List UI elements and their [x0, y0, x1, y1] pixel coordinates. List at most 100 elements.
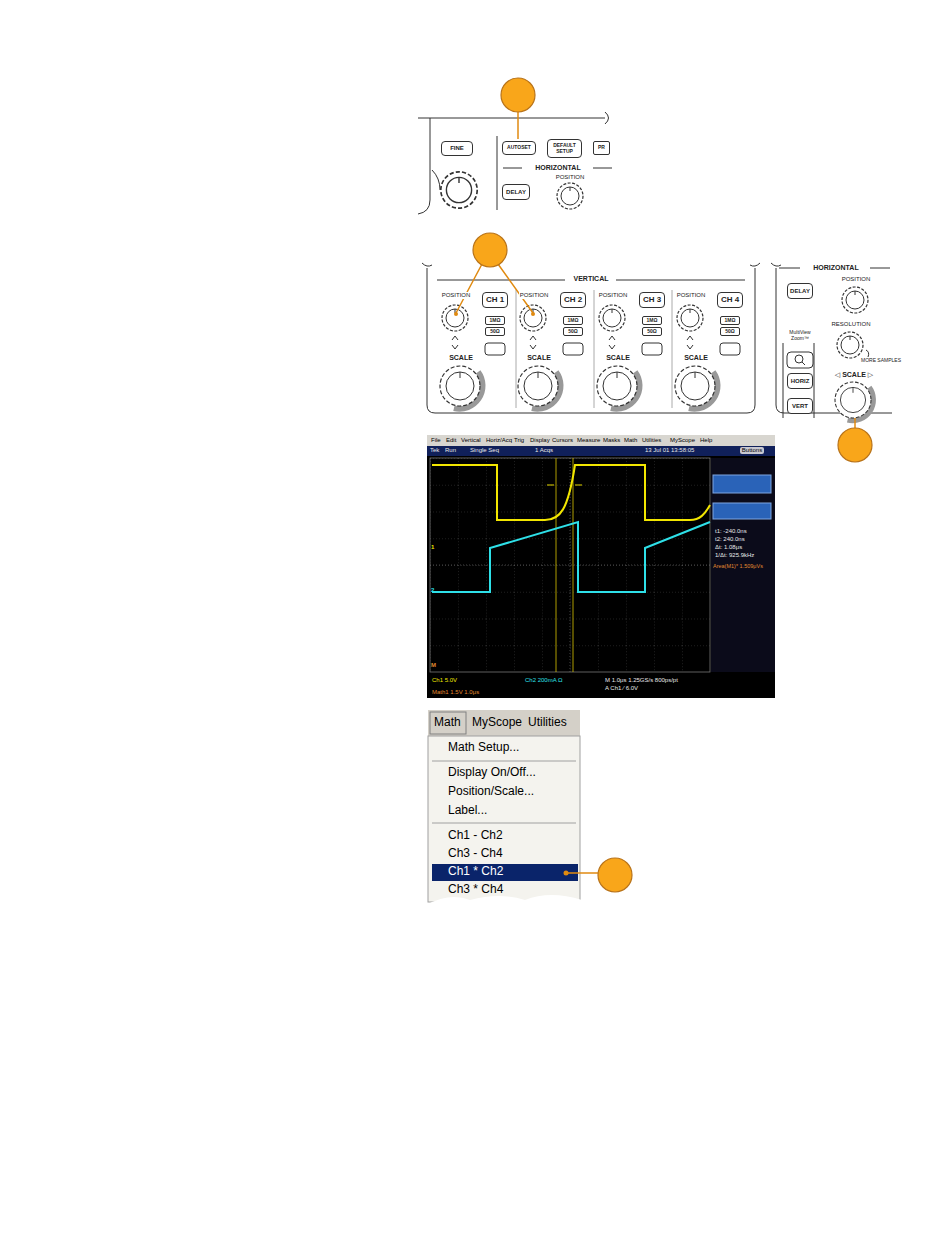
panel-label: RESOLUTION — [830, 321, 871, 328]
menu-item: MyScope — [670, 437, 695, 444]
readout: t2: 240.0ns — [715, 536, 745, 543]
readout: 1/Δt: 925.9kHz — [715, 552, 754, 559]
menu-title: Utilities — [528, 716, 567, 730]
panel-button: CH 3 — [639, 292, 665, 308]
button-label: 50Ω — [490, 329, 500, 334]
menu-title: MyScope — [472, 716, 522, 730]
panel-label: POSITION — [676, 292, 707, 299]
panel-button: 50Ω — [720, 327, 740, 336]
panel-button: CH 2 — [560, 292, 586, 308]
menu-item: Display — [530, 437, 550, 444]
menu-item: Label... — [448, 804, 487, 818]
panel-label: MORE SAMPLES — [860, 358, 902, 364]
panel-button: 1MΩ — [485, 316, 505, 325]
button-label: CH 2 — [564, 296, 582, 304]
panel-label: POSITION — [598, 292, 629, 299]
panel-button: CH 1 — [482, 292, 508, 308]
button-label: DELAY — [790, 288, 810, 294]
readout: Δt: 1.08μs — [715, 544, 742, 551]
panel-button: 1MΩ — [563, 316, 583, 325]
panel-label: SCALE — [683, 354, 709, 362]
button-label: CH 3 — [643, 296, 661, 304]
panel-button: 1MΩ — [720, 316, 740, 325]
menu-item: Math — [624, 437, 637, 444]
button-label: DEFAULT SETUP — [548, 143, 581, 154]
panel-label: HORIZONTAL — [534, 164, 581, 172]
screen-button: Buttons — [740, 447, 764, 454]
channel-marker: 2 — [431, 587, 434, 594]
menu-item: File — [431, 437, 441, 444]
menu-item: Ch1 - Ch2 — [448, 829, 503, 843]
button-label: 50Ω — [647, 329, 657, 334]
panel-label: VERTICAL — [573, 275, 610, 283]
button-label: PR — [598, 145, 605, 150]
panel-label: MultiView Zoom™ — [782, 330, 818, 342]
button-label: 50Ω — [725, 329, 735, 334]
readout: t1: -240.0ns — [715, 528, 747, 535]
panel-label: SCALE — [448, 354, 474, 362]
readout: A Ch1 ∕ 6.0V — [605, 685, 638, 692]
menu-item: Display On/Off... — [448, 766, 536, 780]
panel-button: 1MΩ — [642, 316, 662, 325]
menu-item: Math Setup... — [448, 741, 519, 755]
panel-label: SCALE — [526, 354, 552, 362]
button-label: 1MΩ — [647, 318, 658, 323]
status-text: Single Seq — [470, 447, 499, 454]
readout: Math1 1.5V 1.0μs — [432, 689, 479, 696]
channel-marker: 1 — [431, 544, 434, 551]
menu-item: Ch3 - Ch4 — [448, 847, 503, 861]
menu-item: Help — [700, 437, 712, 444]
panel-button: DEFAULT SETUP — [547, 139, 582, 158]
panel-button: HORIZ — [787, 373, 813, 389]
panel-button: DELAY — [502, 184, 530, 200]
panel-button: FINE — [441, 141, 473, 156]
menu-item: Vertical — [461, 437, 481, 444]
status-text: Tek — [430, 447, 439, 454]
menu-item: Cursors — [552, 437, 573, 444]
panel-button: 50Ω — [563, 327, 583, 336]
panel-button: VERT — [787, 398, 813, 414]
button-label: 1MΩ — [725, 318, 736, 323]
menu-item: Measure — [577, 437, 600, 444]
button-label: 50Ω — [568, 329, 578, 334]
menu-item: Position/Scale... — [448, 785, 534, 799]
status-text: 1 Acqs — [535, 447, 553, 454]
status-text: Run — [445, 447, 456, 454]
menu-item: Edit — [446, 437, 456, 444]
menu-title: Math — [434, 716, 461, 730]
readout: M 1.0μs 1.25GS/s 800ps/pt — [605, 677, 678, 684]
panel-button: AUTOSET — [502, 141, 536, 155]
button-label: HORIZ — [791, 378, 810, 384]
readout: Ch2 200mA Ω — [525, 677, 563, 684]
panel-label: POSITION — [555, 174, 586, 181]
button-label: AUTOSET — [507, 145, 531, 150]
button-label: CH 4 — [721, 296, 739, 304]
panel-button: 50Ω — [642, 327, 662, 336]
button-label: CH 1 — [486, 296, 504, 304]
button-label: FINE — [450, 145, 464, 151]
button-label: 1MΩ — [490, 318, 501, 323]
channel-marker: M — [431, 662, 436, 669]
panel-label: ◁ SCALE ▷ — [834, 371, 874, 379]
button-label: DELAY — [506, 189, 526, 195]
panel-label: HORIZONTAL — [812, 264, 859, 272]
panel-button: CH 4 — [717, 292, 743, 308]
panel-button: DELAY — [787, 283, 813, 299]
panel-label: SCALE — [605, 354, 631, 362]
button-label: 1MΩ — [568, 318, 579, 323]
button-label: VERT — [792, 403, 808, 409]
panel-button: PR — [593, 141, 610, 155]
panel-label: POSITION — [841, 276, 872, 283]
menu-item: Horiz/Acq — [486, 437, 512, 444]
panel-label: POSITION — [441, 292, 472, 299]
menu-item: Ch3 * Ch4 — [448, 883, 503, 897]
status-text: 13 Jul 01 13:58:05 — [645, 447, 694, 454]
menu-item: Utilities — [642, 437, 661, 444]
readout: Area(M1)* 1.509μVs — [713, 563, 763, 569]
readout: Ch1 5.0V — [432, 677, 457, 684]
panel-label: POSITION — [519, 292, 550, 299]
menu-item: Masks — [603, 437, 620, 444]
menu-item: Ch1 * Ch2 — [448, 865, 503, 879]
panel-button: 50Ω — [485, 327, 505, 336]
